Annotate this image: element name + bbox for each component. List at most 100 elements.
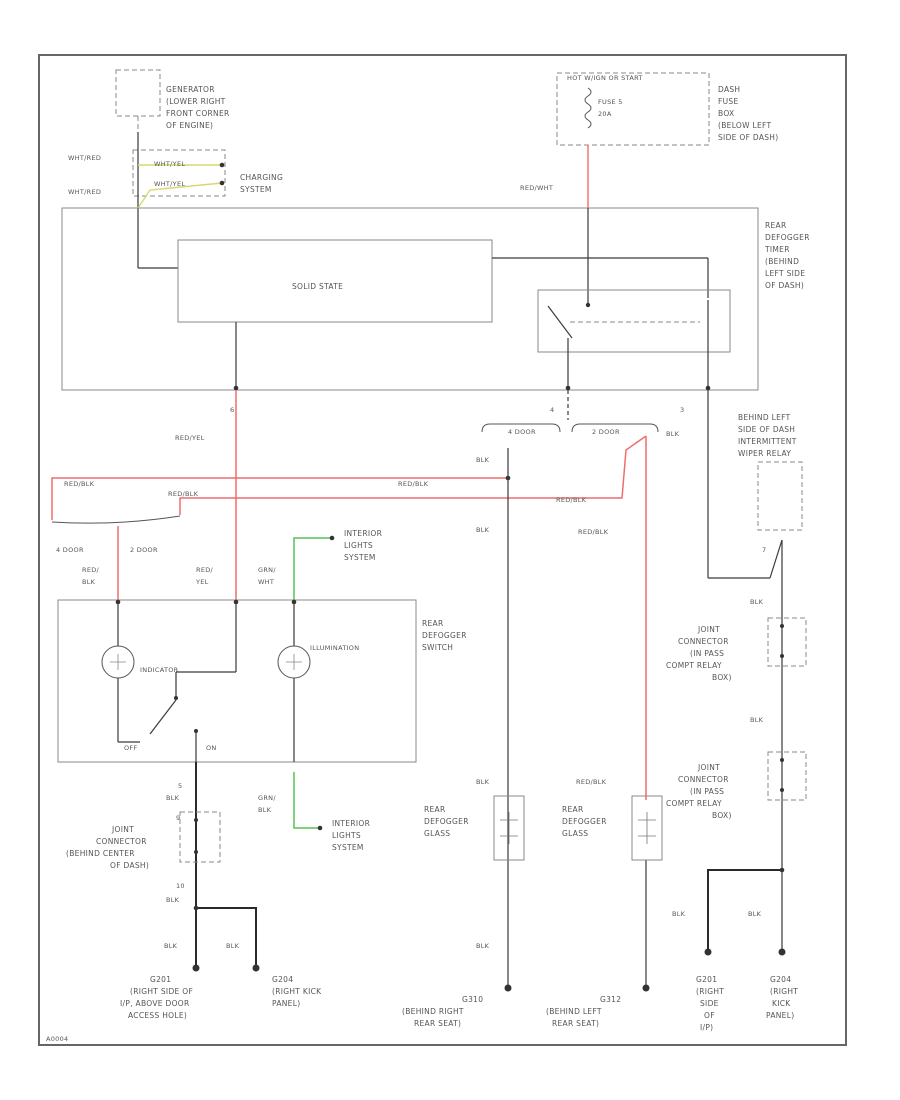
blk-label-h: BLK xyxy=(164,942,178,950)
terminal-3 xyxy=(705,385,711,391)
grn-wht-wire xyxy=(293,537,330,600)
wht-yel-label-1: WHT/YEL xyxy=(154,160,185,168)
door-harness-bracket xyxy=(51,515,181,524)
glass-1-grid xyxy=(500,812,518,844)
red-blk-label-e: RED/BLK xyxy=(578,528,609,536)
defog-glass-1-label-1: REAR xyxy=(424,805,446,814)
solid-state-block xyxy=(177,239,493,323)
timer-relay xyxy=(537,289,731,353)
generator-component: GENERATOR (LOWER RIGHT FRONT CORNER OF E… xyxy=(115,69,230,132)
ground-g204-right xyxy=(778,948,786,956)
joint-2-label-5: BOX) xyxy=(712,811,732,820)
generator-label-1: GENERATOR xyxy=(166,85,215,94)
indicator-filament xyxy=(110,654,126,670)
fuse-5 xyxy=(584,87,592,129)
g204b-label-3: KICK xyxy=(772,999,791,1008)
behind-left-label-4: WIPER RELAY xyxy=(738,449,791,458)
joint-2-label-4: COMPT RELAY xyxy=(666,799,722,808)
grn-blk-label-1: GRN/ xyxy=(258,794,276,802)
g201-label-1: G201 xyxy=(150,975,171,984)
blk-label-l: BLK xyxy=(748,910,762,918)
pin-7-label: 7 xyxy=(762,546,766,554)
charging-terminal-2 xyxy=(219,180,225,186)
relay-node xyxy=(585,302,591,308)
joint-connector-1 xyxy=(767,617,807,667)
diagram-frame xyxy=(38,54,847,1046)
rear-defogger-glass-1 xyxy=(493,795,525,861)
interior-1-label-3: SYSTEM xyxy=(344,553,376,562)
door-2-switch-label: 2 DOOR xyxy=(130,546,158,554)
door-4-label: 4 DOOR xyxy=(508,428,536,436)
sw-red-yel-label-2: YEL xyxy=(195,578,209,586)
right-ground-branch xyxy=(707,869,782,952)
g204b-label-4: PANEL) xyxy=(766,1011,794,1020)
wiper-relay-box xyxy=(757,461,803,531)
dash-fuse-label-1: DASH xyxy=(718,85,740,94)
blk-label-k: BLK xyxy=(672,910,686,918)
switch-pivot xyxy=(174,696,178,700)
joint-connector-2 xyxy=(767,751,807,801)
joint-1-label-1: JOINT xyxy=(697,625,720,634)
joint-3-label-4: OF DASH) xyxy=(110,861,149,870)
blk-label-e: BLK xyxy=(166,794,180,802)
ground-g201-left xyxy=(192,964,200,972)
off-label: OFF xyxy=(124,744,138,752)
switch-blade xyxy=(149,699,177,735)
joint-2-label-1: JOINT xyxy=(697,763,720,772)
g312-label-3: REAR SEAT) xyxy=(552,1019,599,1028)
indicator-label: INDICATOR xyxy=(140,666,179,674)
generator-label-2: (LOWER RIGHT xyxy=(166,97,226,106)
timer-label-4: (BEHIND xyxy=(765,257,799,266)
terminal-6 xyxy=(233,385,239,391)
sw-grn-wht-label-1: GRN/ xyxy=(258,566,276,574)
red-blk-label-a: RED/BLK xyxy=(64,480,95,488)
behind-left-label-2: SIDE OF DASH xyxy=(738,425,795,434)
rear-defogger-timer xyxy=(61,207,759,391)
pin-3-label: 3 xyxy=(680,406,684,414)
terminal-4 xyxy=(565,385,571,391)
timer-label-5: LEFT SIDE xyxy=(765,269,805,278)
door-4-switch-label: 4 DOOR xyxy=(56,546,84,554)
interior-2-terminal xyxy=(317,825,323,831)
blk-label-d: BLK xyxy=(750,716,764,724)
g312-label-2: (BEHIND LEFT xyxy=(546,1007,602,1016)
g310-label-1: G310 xyxy=(462,995,483,1004)
blk-timer-label: BLK xyxy=(666,430,680,438)
behind-left-label-1: BEHIND LEFT xyxy=(738,413,791,422)
joint-2-pin-a xyxy=(780,758,784,762)
joint-3-pin-b xyxy=(194,850,198,854)
pin-6-label: 6 xyxy=(230,406,234,414)
pin-9-label: 9 xyxy=(176,814,180,822)
joint-3-pin-a xyxy=(194,818,198,822)
blk-label-c: BLK xyxy=(750,598,764,606)
charging-connector-box xyxy=(132,149,226,197)
pin-4-label: 4 xyxy=(550,406,554,414)
blk-label-g: BLK xyxy=(166,896,180,904)
charging-label-2: SYSTEM xyxy=(240,185,272,194)
interior-1-terminal xyxy=(329,535,335,541)
joint-1-label-5: BOX) xyxy=(712,673,732,682)
blk-label-b: BLK xyxy=(476,526,490,534)
generator-label-3: FRONT CORNER xyxy=(166,109,230,118)
joint-1-label-3: (IN PASS xyxy=(690,649,724,658)
wht-red-label-2: WHT/RED xyxy=(68,188,101,196)
joint-3-label-2: CONNECTOR xyxy=(96,837,147,846)
blk-label-j: BLK xyxy=(476,942,490,950)
g310-label-2: (BEHIND RIGHT xyxy=(402,1007,464,1016)
dash-fuse-label-4: (BELOW LEFT xyxy=(718,121,772,130)
wht-yel-wire-2 xyxy=(137,182,223,209)
ground-g204-left xyxy=(252,964,260,972)
g204b-label-2: (RIGHT xyxy=(770,987,798,996)
rear-defogger-switch xyxy=(57,599,417,763)
g312-label-1: G312 xyxy=(600,995,621,1004)
glass-2-grid xyxy=(638,812,656,844)
g204-label-3: PANEL) xyxy=(272,999,300,1008)
sw-grn-wht-label-2: WHT xyxy=(258,578,274,586)
interior-2-label-3: SYSTEM xyxy=(332,843,364,852)
generator-label-4: OF ENGINE) xyxy=(166,121,213,130)
pin-10-label: 10 xyxy=(176,882,185,890)
dash-fuse-box xyxy=(556,72,710,146)
timer-label-6: OF DASH) xyxy=(765,281,804,290)
wht-red-label-1: WHT/RED xyxy=(68,154,101,162)
